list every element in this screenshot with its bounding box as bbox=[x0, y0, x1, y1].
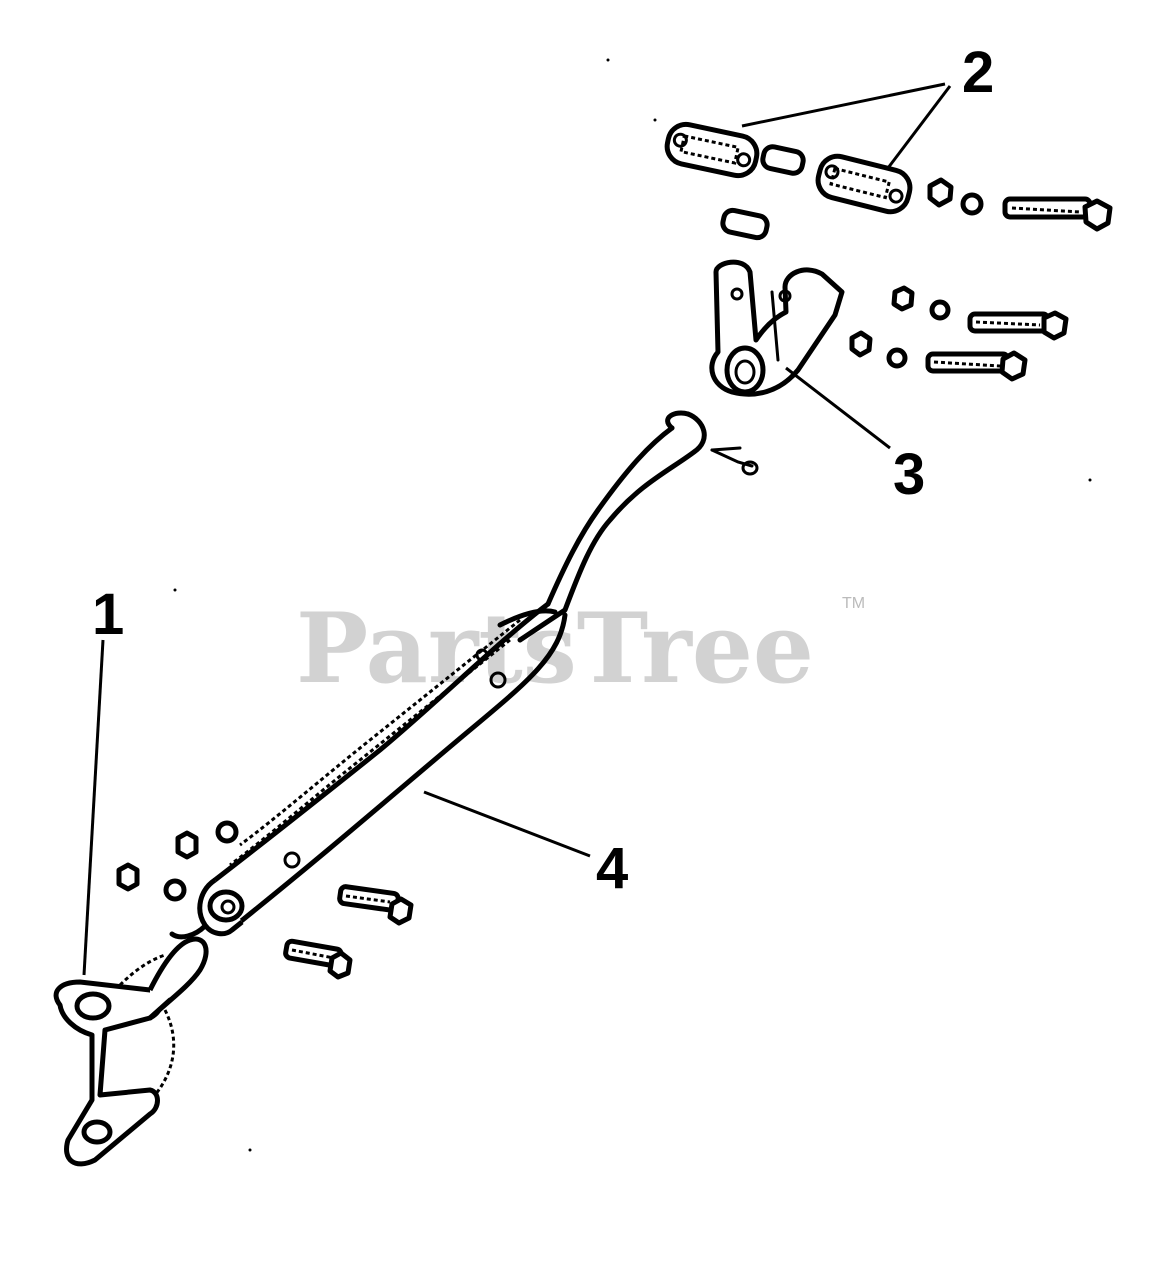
nut-icon bbox=[927, 177, 954, 208]
link-plate-left bbox=[664, 121, 760, 179]
nut-icon bbox=[116, 862, 140, 892]
part-2-link-plates bbox=[664, 121, 1113, 241]
leader-3 bbox=[785, 366, 891, 450]
washer-icon bbox=[215, 820, 239, 844]
nut-icon bbox=[849, 330, 873, 358]
bolt-icon bbox=[283, 938, 353, 980]
part-4-drag-link bbox=[116, 410, 759, 980]
leader-4 bbox=[423, 790, 591, 858]
nut-icon bbox=[175, 830, 199, 860]
leader-lines bbox=[82, 82, 952, 976]
leader-2a bbox=[741, 82, 946, 128]
nut-icon bbox=[891, 285, 915, 312]
bolt-icon bbox=[1002, 196, 1113, 232]
part-3-bracket bbox=[709, 259, 1069, 397]
spacer-upper bbox=[760, 144, 806, 176]
bolt-icon bbox=[925, 350, 1028, 382]
bolt-icon bbox=[337, 884, 414, 926]
leader-2b bbox=[886, 85, 952, 169]
washer-icon bbox=[960, 192, 984, 216]
callout-1: 1 bbox=[92, 582, 124, 647]
callout-3: 3 bbox=[893, 442, 925, 507]
watermark-trademark: TM bbox=[842, 595, 865, 612]
callout-2: 2 bbox=[962, 40, 994, 105]
callouts: 1 2 3 4 bbox=[92, 40, 994, 901]
washer-icon bbox=[163, 878, 187, 902]
part-1-steering-arm bbox=[53, 936, 209, 1167]
cotter-pin-icon bbox=[710, 446, 759, 476]
callout-4: 4 bbox=[596, 836, 628, 901]
leader-1 bbox=[82, 639, 105, 976]
watermark: PartsTree TM bbox=[296, 592, 865, 705]
spacer-lower bbox=[720, 207, 770, 241]
washer-icon bbox=[929, 299, 951, 321]
speck-marks bbox=[173, 58, 1092, 1152]
link-plate-right bbox=[815, 153, 913, 215]
bolt-icon bbox=[967, 310, 1069, 341]
washer-icon bbox=[886, 347, 908, 369]
